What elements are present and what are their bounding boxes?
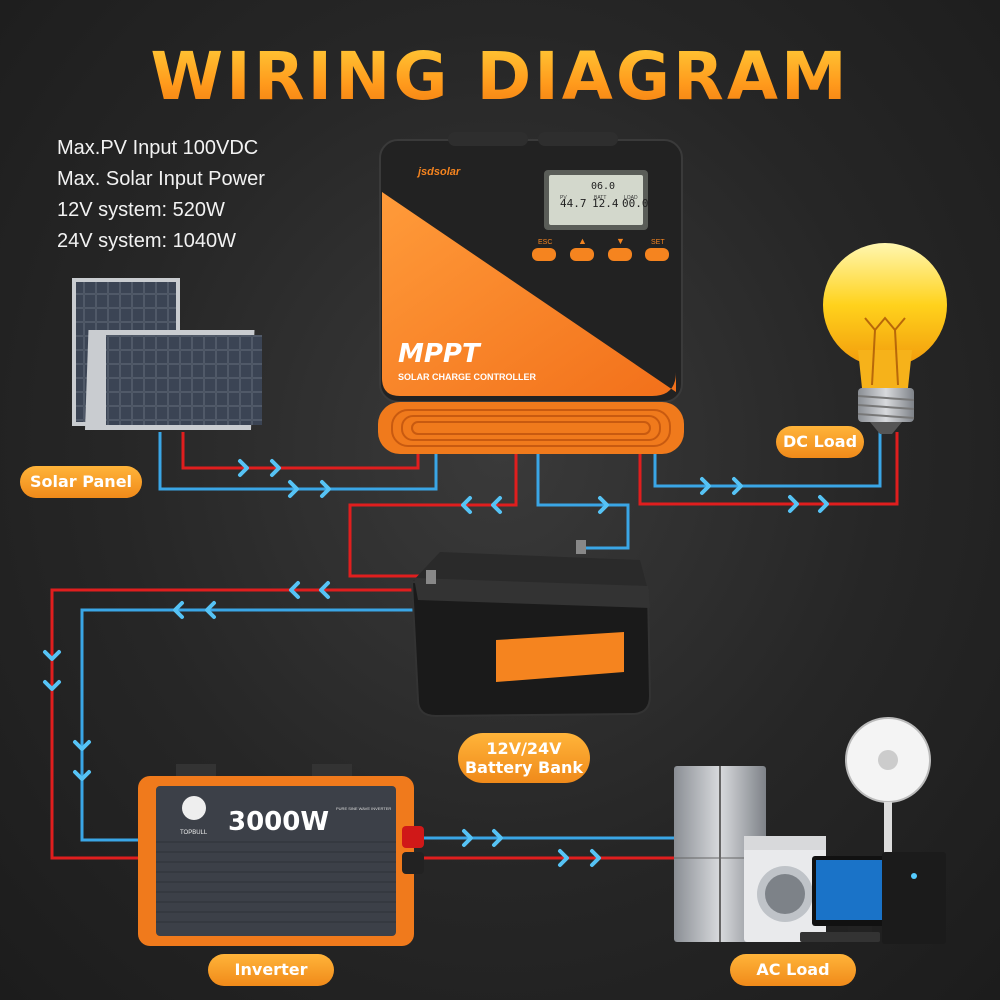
solar-panel [72, 278, 262, 430]
wire-solar-positive [181, 432, 420, 470]
arrow [461, 496, 472, 514]
arrow [43, 680, 61, 691]
arrow [732, 477, 743, 495]
charge-controller: 44.7 06.0 12.4 00.0 PV BATT LOAD jsdsola… [378, 132, 684, 454]
arrow [462, 829, 473, 847]
page-title: WIRING DIAGRAM [0, 38, 1000, 115]
spec-max-solar-power: Max. Solar Input Power [57, 168, 265, 190]
wire-dcload-positive [638, 432, 899, 506]
label-solar-panel: Solar Panel [20, 466, 142, 498]
controller-brand: jsdsolar [416, 166, 461, 178]
arrow [491, 496, 502, 514]
arrow [289, 581, 300, 599]
arrow [598, 496, 609, 514]
svg-text:BATT: BATT [594, 195, 606, 201]
set-button [645, 248, 669, 261]
arrow [270, 459, 281, 477]
spec-max-pv-input: Max.PV Input 100VDC [57, 137, 259, 159]
arrow [73, 770, 91, 781]
arrow [320, 480, 331, 498]
arrow [492, 829, 503, 847]
label-ac-load: AC Load [730, 954, 856, 986]
svg-text:▼: ▼ [616, 236, 625, 246]
light-bulb-icon [823, 243, 947, 434]
arrow [173, 601, 184, 619]
inverter-icon: TOPBULL 3000W PURE SINE WAVE INVERTER [138, 764, 424, 946]
lcd-top-value: 06.0 [591, 181, 615, 192]
arrow [238, 459, 249, 477]
arrow [288, 480, 299, 498]
down-button [608, 248, 632, 261]
wire-inverter-positive [50, 588, 428, 860]
svg-text:ESC: ESC [538, 239, 552, 246]
arrow [43, 650, 61, 661]
wire-dcload-negative [653, 432, 882, 488]
lcd-batt-value: 12.4 [592, 197, 619, 210]
svg-text:LOAD: LOAD [624, 195, 638, 201]
svg-text:▲: ▲ [578, 236, 587, 246]
label-battery-bank: 12V/24V Battery Bank [458, 733, 590, 783]
arrow [590, 849, 601, 867]
wire-inverter-negative [80, 608, 432, 842]
svg-text:PV: PV [560, 195, 567, 201]
spec-12v-system: 12V system: 520W [57, 199, 225, 221]
wire-battery-negative [536, 452, 630, 550]
lcd-pv-value: 44.7 [560, 197, 587, 210]
spec-24v-system: 24V system: 1040W [57, 230, 236, 252]
arrow [319, 581, 330, 599]
arrow [818, 495, 829, 513]
esc-button [532, 248, 556, 261]
arrow [558, 849, 569, 867]
battery-bank-text: Battery Bank [464, 758, 584, 777]
svg-text:PURE SINE WAVE INVERTER: PURE SINE WAVE INVERTER [336, 806, 391, 811]
arrow [73, 740, 91, 751]
ac-load-appliances [674, 717, 946, 944]
label-inverter: Inverter [208, 954, 334, 986]
up-button [570, 248, 594, 261]
controller-subtitle: SOLAR CHARGE CONTROLLER [398, 372, 536, 382]
svg-text:SET: SET [651, 239, 665, 246]
battery-voltage: 12V/24V [486, 739, 562, 758]
flow-arrows [43, 459, 829, 867]
arrow [788, 495, 799, 513]
inverter-brand: TOPBULL [180, 830, 208, 836]
arrow [700, 477, 711, 495]
arrow [205, 601, 216, 619]
inverter-rating: 3000W [228, 807, 329, 837]
controller-model: MPPT [398, 339, 482, 369]
label-dc-load: DC Load [776, 426, 864, 458]
wire-battery-positive [348, 452, 518, 578]
battery-icon [410, 540, 652, 718]
lcd-load-value: 00.0 [622, 197, 649, 210]
